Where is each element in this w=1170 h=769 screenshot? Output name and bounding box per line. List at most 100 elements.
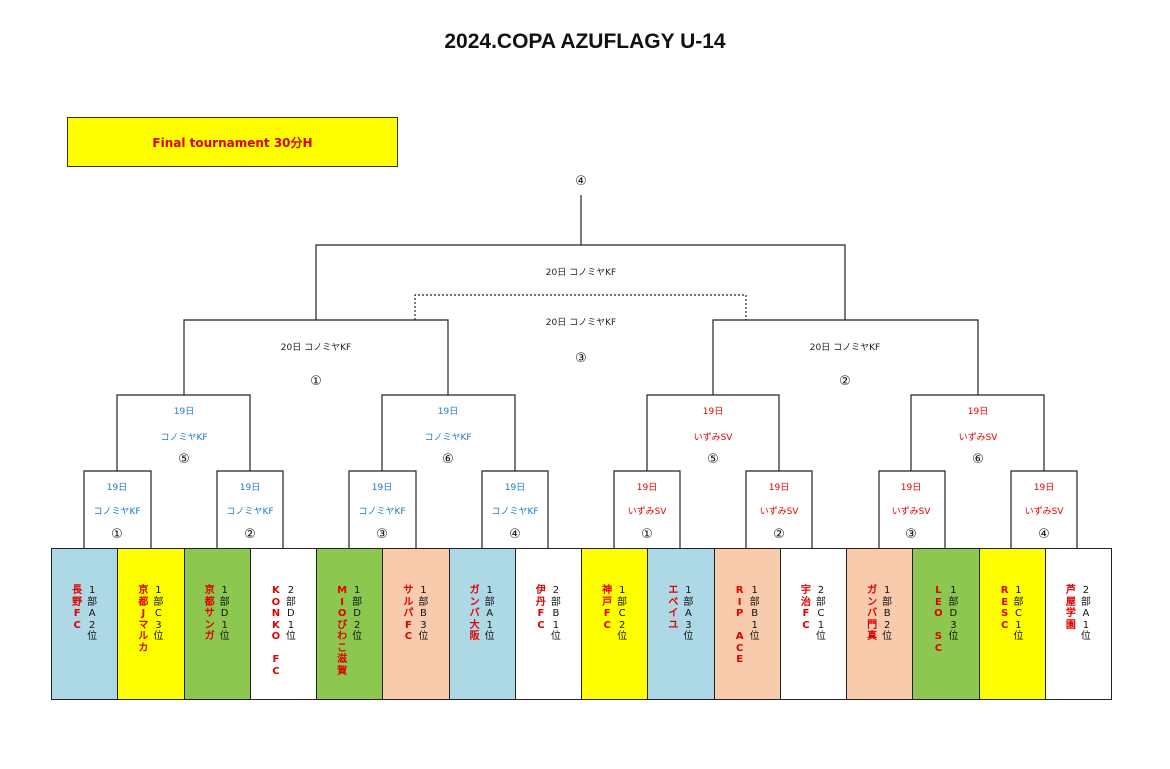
match-number: ① bbox=[111, 527, 123, 542]
quarter-venue: コノミヤKF bbox=[424, 433, 472, 443]
match-venue: いずみSV bbox=[891, 507, 931, 517]
match-venue: いずみSV bbox=[759, 507, 799, 517]
match-venue: コノミヤKF bbox=[93, 507, 141, 517]
quarter-number: ⑥ bbox=[442, 452, 454, 467]
match-5-connector bbox=[613, 470, 681, 548]
team-name: 芦屋学園 bbox=[1065, 585, 1076, 631]
third-place-venue: 20日 コノミヤKF bbox=[545, 318, 617, 328]
team-name: 京都サンガ bbox=[204, 585, 215, 642]
final-connector bbox=[315, 195, 846, 320]
quarter-day: 19日 bbox=[437, 407, 459, 417]
match-venue: コノミヤKF bbox=[226, 507, 274, 517]
match-number: ④ bbox=[509, 527, 521, 542]
match-number: ② bbox=[244, 527, 256, 542]
match-day: 19日 bbox=[636, 483, 658, 493]
final-number: ④ bbox=[575, 174, 587, 189]
match-day: 19日 bbox=[239, 483, 261, 493]
quarter-number: ⑥ bbox=[972, 452, 984, 467]
match-3-connector bbox=[348, 470, 417, 548]
match-number: ④ bbox=[1038, 527, 1050, 542]
match-venue: いずみSV bbox=[1024, 507, 1064, 517]
match-2-connector bbox=[216, 470, 284, 548]
third-place-number: ③ bbox=[575, 351, 587, 366]
match-day: 19日 bbox=[900, 483, 922, 493]
quarter-number: ⑤ bbox=[178, 452, 190, 467]
match-day: 19日 bbox=[768, 483, 790, 493]
match-day: 19日 bbox=[371, 483, 393, 493]
match-venue: コノミヤKF bbox=[491, 507, 539, 517]
match-4-connector bbox=[481, 470, 549, 548]
team-name: エベイユ bbox=[668, 585, 679, 631]
match-number: ① bbox=[641, 527, 653, 542]
quarter-4-connector bbox=[910, 394, 1045, 471]
quarter-3-connector bbox=[646, 394, 780, 471]
tournament-banner: Final tournament 30分H bbox=[67, 117, 398, 167]
match-7-connector bbox=[878, 470, 946, 548]
quarter-day: 19日 bbox=[967, 407, 989, 417]
semi-left-connector bbox=[183, 319, 449, 395]
match-venue: コノミヤKF bbox=[358, 507, 406, 517]
match-venue: いずみSV bbox=[627, 507, 667, 517]
match-number: ② bbox=[773, 527, 785, 542]
semi-right-connector bbox=[712, 319, 979, 395]
quarter-day: 19日 bbox=[173, 407, 195, 417]
match-number: ③ bbox=[905, 527, 917, 542]
semi-left-number: ① bbox=[310, 374, 322, 389]
quarter-day: 19日 bbox=[702, 407, 724, 417]
match-6-connector bbox=[745, 470, 813, 548]
team-name: ガンバ大阪 bbox=[469, 585, 480, 642]
quarter-2-connector bbox=[381, 394, 516, 471]
match-day: 19日 bbox=[1033, 483, 1055, 493]
page-title: 2024.COPA AZUFLAGY U-14 bbox=[444, 30, 726, 53]
quarter-venue: いずみSV bbox=[958, 433, 998, 443]
match-number: ③ bbox=[376, 527, 388, 542]
final-venue: 20日 コノミヤKF bbox=[545, 268, 617, 278]
quarter-venue: コノミヤKF bbox=[160, 433, 208, 443]
third-place-connector bbox=[414, 294, 747, 320]
match-1-connector bbox=[83, 470, 152, 548]
match-day: 19日 bbox=[504, 483, 526, 493]
match-8-connector bbox=[1010, 470, 1078, 548]
quarter-venue: いずみSV bbox=[693, 433, 733, 443]
team-name: ガンバ門真 bbox=[867, 585, 878, 642]
